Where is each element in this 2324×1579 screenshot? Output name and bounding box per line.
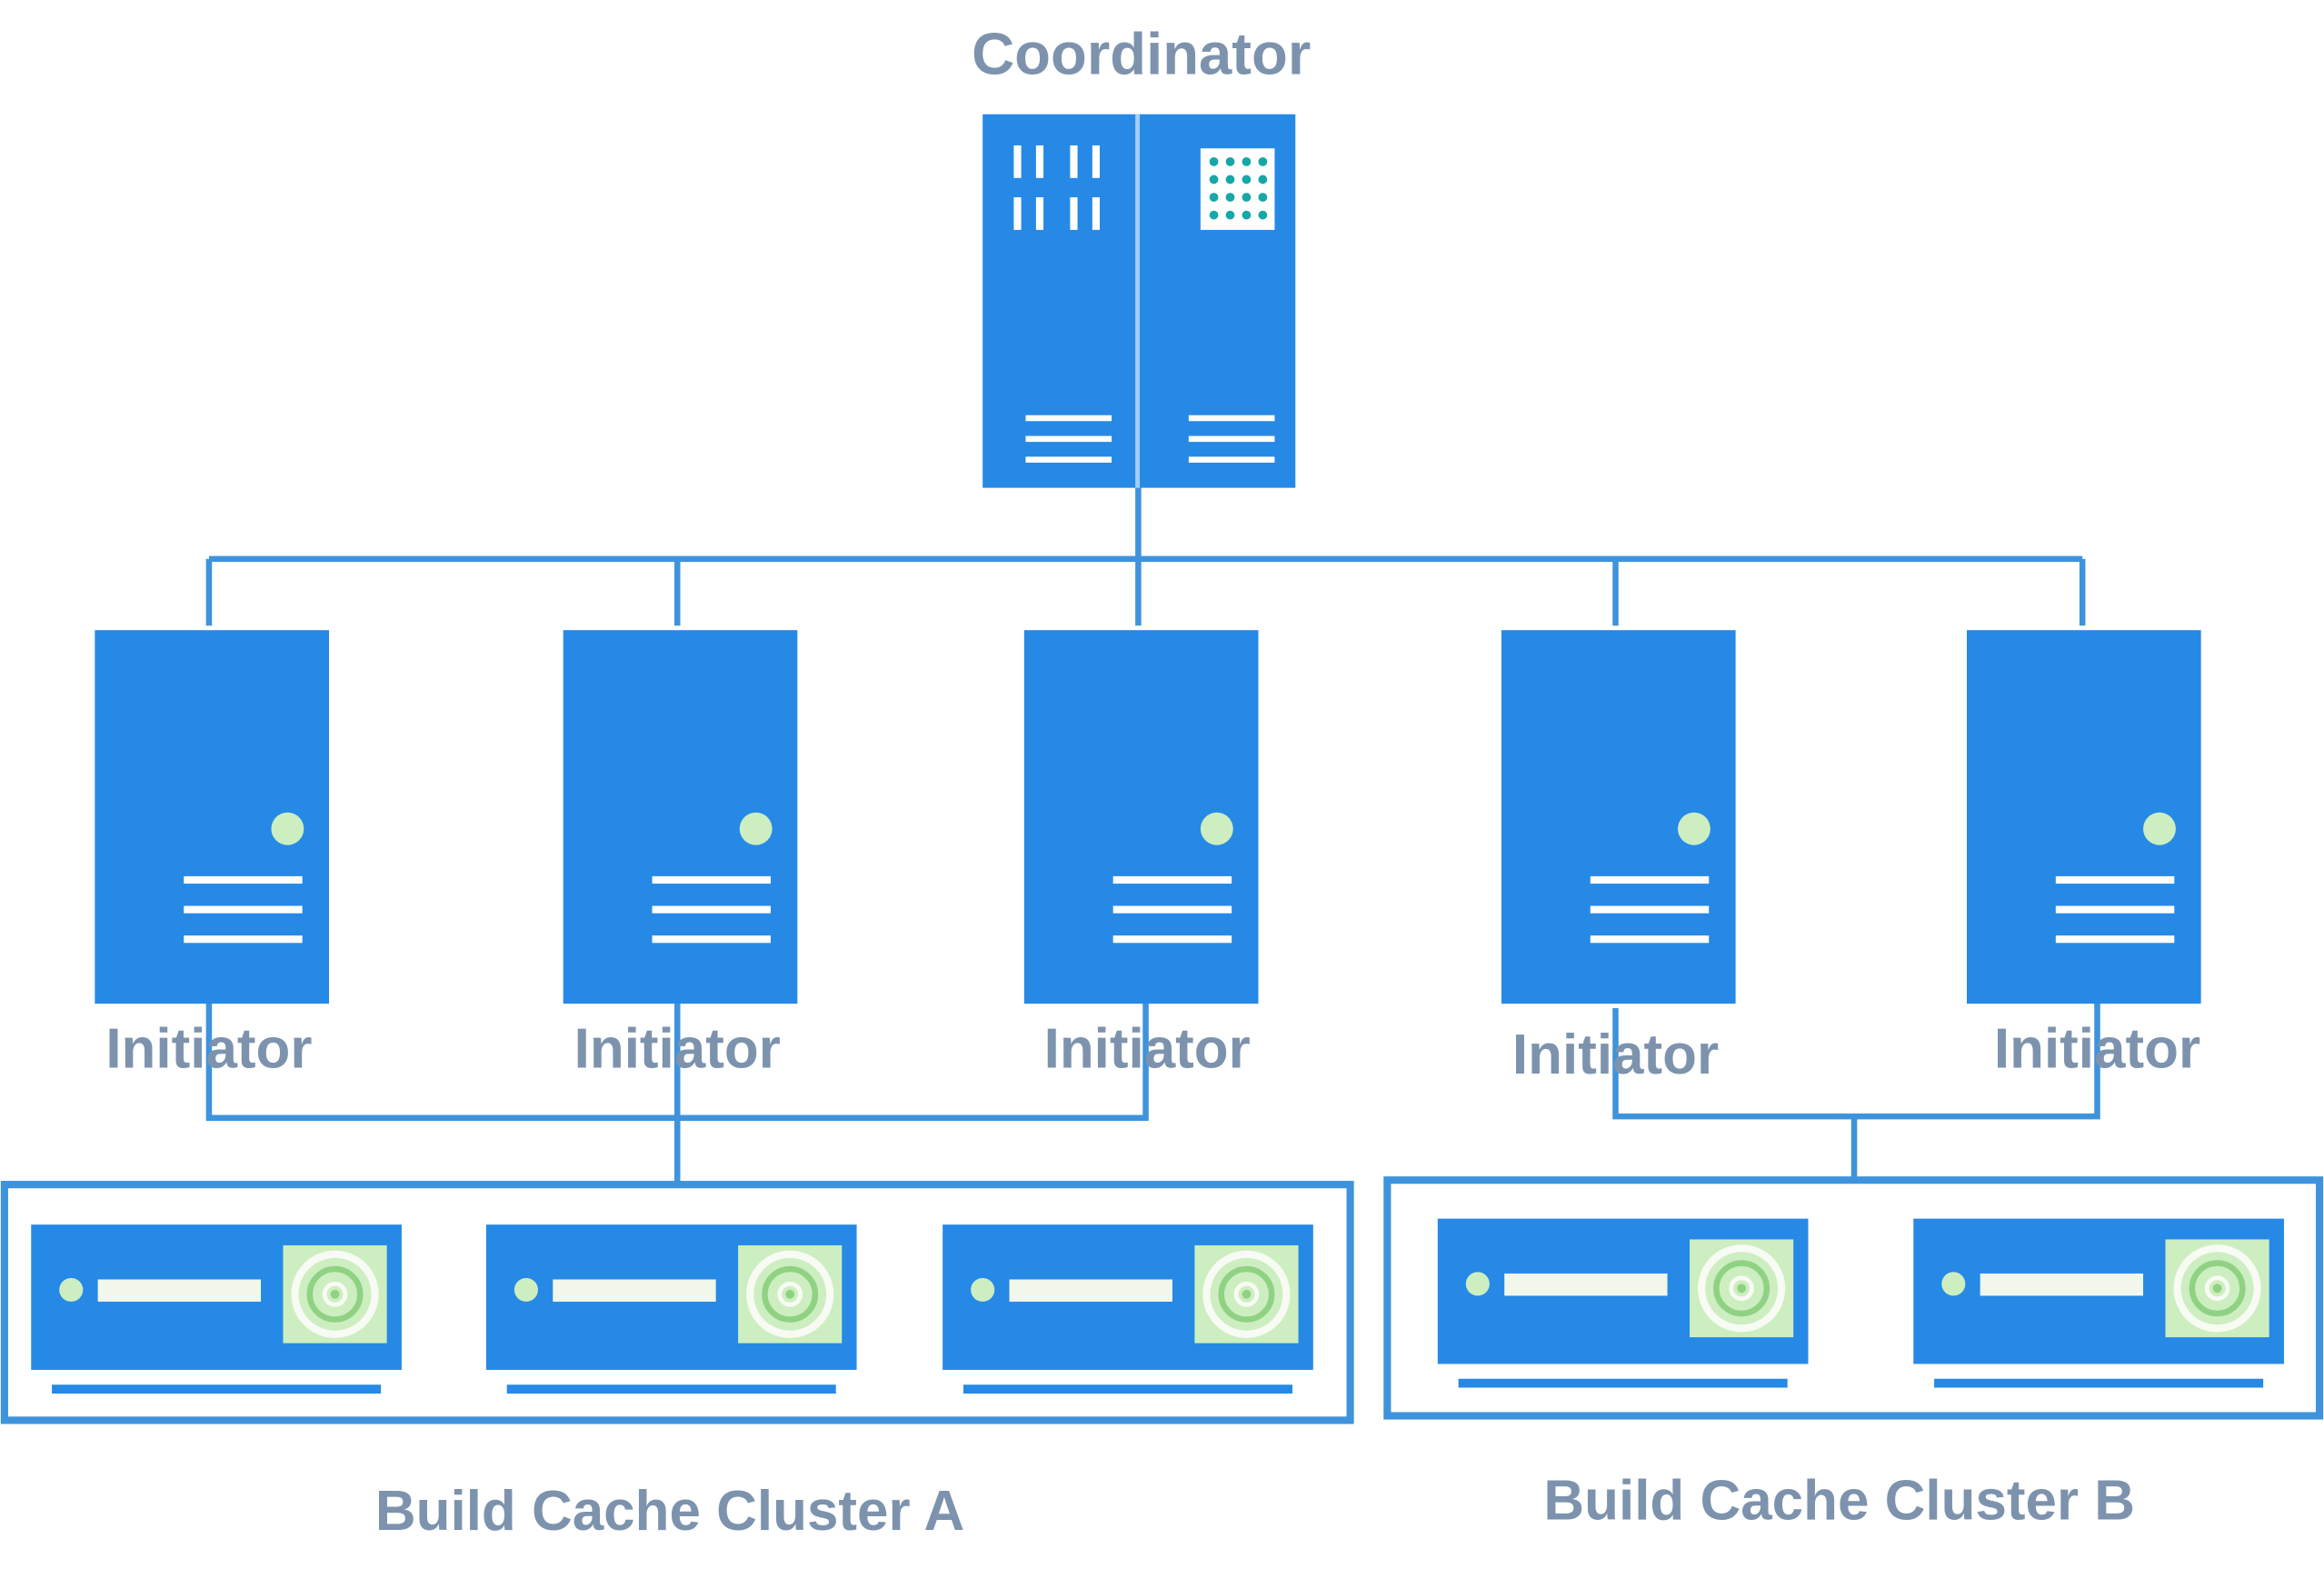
cluster-b-label: Build Cache Cluster B <box>1543 1470 2135 1533</box>
initiator-label: Initiator <box>1512 1024 1719 1086</box>
storage-node-icon <box>1913 1219 2284 1388</box>
initiator-node-5: Initiator <box>1966 630 2201 1080</box>
cluster-b-bus <box>1612 1002 2100 1179</box>
initiator-node-4: Initiator <box>1501 630 1736 1086</box>
initiator-node-3: Initiator <box>1023 630 1259 1080</box>
initiator-label: Initiator <box>1994 1017 2200 1080</box>
connector-lines <box>205 486 2100 1184</box>
initiator-label: Initiator <box>574 1017 781 1080</box>
build-cache-cluster-b: Build Cache Cluster B <box>1383 1176 2324 1533</box>
initiator-node-1: Initiator <box>95 630 330 1080</box>
tower-server-icon <box>1023 630 1259 1004</box>
tower-server-icon <box>1501 630 1736 1004</box>
tower-server-icon <box>1966 630 2201 1004</box>
cluster-a-frame <box>0 1181 1354 1424</box>
build-cache-cluster-a: Build Cache Cluster A <box>0 1181 1354 1543</box>
cluster-a-bus <box>205 995 1149 1184</box>
tower-server-icon <box>95 630 330 1004</box>
coordinator-label: Coordinator <box>972 21 1311 87</box>
storage-node-icon <box>486 1224 857 1394</box>
initiator-label: Initiator <box>1044 1017 1251 1080</box>
initiator-node-2: Initiator <box>563 630 798 1080</box>
rack-server-icon <box>982 114 1296 488</box>
storage-node-icon <box>1438 1219 1809 1388</box>
storage-node-icon <box>943 1224 1313 1394</box>
cluster-a-label: Build Cache Cluster A <box>375 1480 964 1543</box>
coordinator-node: Coordinator <box>972 21 1311 488</box>
storage-node-icon <box>31 1224 402 1394</box>
tower-server-icon <box>563 630 798 1004</box>
cluster-b-frame <box>1383 1176 2324 1420</box>
initiator-label: Initiator <box>105 1017 312 1080</box>
